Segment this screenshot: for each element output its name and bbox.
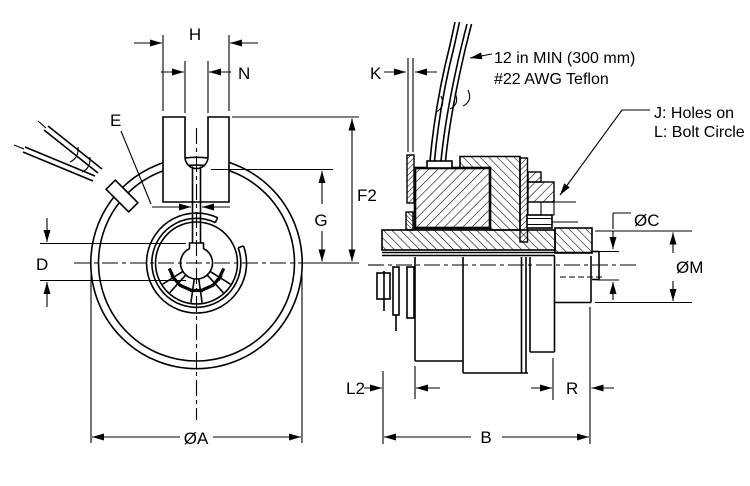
dim-label-k: K: [370, 64, 382, 83]
lead-wire-note-line1: 12 in MIN (300 mm): [494, 50, 635, 67]
wire-break-mark: [449, 92, 458, 110]
dim-label-b: B: [480, 428, 491, 447]
side-view-dimensions: K 12 in MIN (300 mm) #22 AWG Teflon J: H…: [346, 50, 745, 447]
dim-label-f2: F2: [357, 186, 377, 205]
dim-label-om: ØM: [676, 258, 703, 277]
dim-label-oa: ØA: [184, 429, 209, 448]
c-ring-inner: [151, 217, 242, 309]
dim-label-oc: ØC: [634, 211, 660, 230]
hub-section: [381, 229, 556, 251]
wire-break-mark: [462, 89, 471, 107]
front-lead-wires: [13, 120, 103, 182]
wire-break-mark: [81, 156, 91, 173]
wire-notch: [104, 178, 140, 214]
dim-label-l2: L2: [346, 379, 365, 398]
hub-flange-section: [554, 227, 593, 254]
lead-wire-note-line2: #22 AWG Teflon: [494, 71, 609, 88]
front-view-dimensions: H N E D G: [36, 25, 377, 448]
bolt-circle-note-line1: J: Holes on: [654, 105, 734, 122]
wire-break-mark: [435, 95, 444, 113]
spacer-block-section: [405, 211, 414, 231]
side-view-exterior: [376, 256, 592, 374]
dim-label-g: G: [314, 211, 327, 230]
dim-label-e: E: [110, 111, 121, 130]
dim-label-n: N: [238, 64, 250, 83]
side-lead-wires: [429, 21, 473, 162]
dim-label-h: H: [189, 25, 201, 44]
bolt-circle-note-line2: L: Bolt Circle: [654, 124, 745, 141]
wire-break-mark: [69, 146, 79, 163]
wire-terminal: [426, 160, 453, 169]
coil-section: [413, 166, 492, 230]
bolt-flange-section: [527, 181, 555, 203]
mounting-bolt: [526, 214, 553, 229]
side-view: K 12 in MIN (300 mm) #22 AWG Teflon J: H…: [346, 21, 745, 447]
front-view: H N E D G: [13, 25, 377, 448]
terminal-tab: [162, 116, 230, 203]
c-ring-outer: [145, 212, 248, 314]
hub-hatch-ticks: [167, 267, 226, 293]
dim-label-d: D: [36, 255, 48, 274]
dim-label-r: R: [566, 379, 578, 398]
armature-plate-section: [406, 154, 415, 204]
